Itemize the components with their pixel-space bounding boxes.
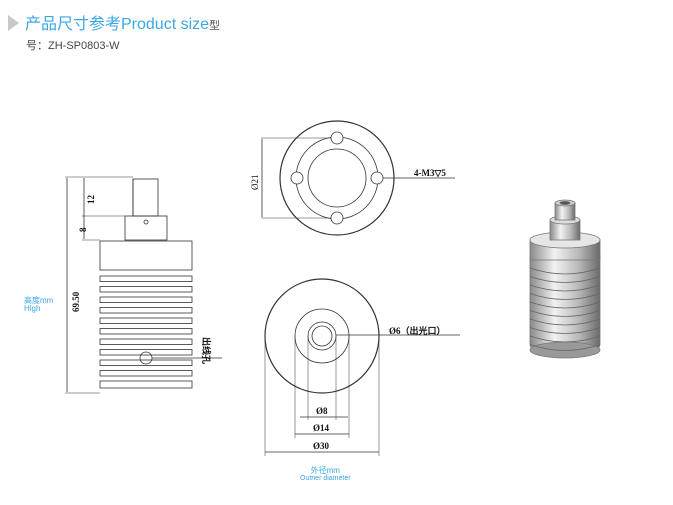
render-fin bbox=[529, 335, 601, 343]
render-fin bbox=[529, 318, 601, 326]
diameter-caption-cn: 外径mm bbox=[310, 466, 340, 475]
heatsink-fin bbox=[99, 275, 193, 282]
heatsink-fin bbox=[99, 359, 193, 366]
heatsink-fin bbox=[99, 328, 193, 335]
aperture-dim: Ø6（出光口） bbox=[389, 325, 446, 336]
dim-neck-text: 8 bbox=[78, 227, 88, 232]
heatsink-fin bbox=[99, 380, 193, 389]
render-fin bbox=[529, 284, 601, 292]
product-render bbox=[529, 199, 601, 359]
render-fin bbox=[529, 301, 601, 309]
d14-dim: Ø14 bbox=[313, 423, 330, 433]
render-fin bbox=[529, 310, 601, 317]
dim-top-text: 12 bbox=[86, 195, 96, 205]
top-view: Ø21 4-M3▽5 bbox=[250, 120, 455, 236]
render-fin bbox=[529, 344, 601, 351]
d30-dim: Ø30 bbox=[313, 441, 330, 451]
hole-label: 出线孔 bbox=[201, 337, 212, 364]
render-fin bbox=[529, 276, 601, 283]
model-label: 号： bbox=[26, 40, 48, 52]
height-caption-en: High bbox=[24, 304, 41, 313]
title-text: 产品尺寸参考Product size bbox=[25, 16, 210, 33]
heatsink-fin bbox=[99, 349, 193, 356]
heatsink-fin bbox=[99, 286, 193, 293]
heatsink-fin bbox=[99, 338, 193, 345]
heatsink-fin bbox=[99, 317, 193, 324]
side-view: 12 8 69.50 出线孔 bbox=[65, 176, 222, 394]
diameter-caption-en: Outner diameter bbox=[300, 475, 351, 482]
triangle-bullet-icon bbox=[8, 15, 19, 31]
d8-dim: Ø8 bbox=[316, 406, 328, 416]
heatsink-fin bbox=[99, 307, 193, 314]
title-suffix: 型 bbox=[209, 20, 221, 32]
model-line: 号：ZH-SP0803-W bbox=[26, 37, 120, 53]
dim-height-text: 69.50 bbox=[71, 291, 81, 312]
render-fin bbox=[529, 293, 601, 300]
heatsink-fin bbox=[99, 370, 193, 377]
bolt-circle-dim: Ø21 bbox=[250, 175, 260, 191]
bottom-view: Ø6（出光口） Ø8 Ø14 Ø30 bbox=[264, 278, 460, 456]
holes-spec: 4-M3▽5 bbox=[414, 168, 446, 178]
render-fin bbox=[529, 267, 601, 275]
model-number: ZH-SP0803-W bbox=[48, 40, 120, 52]
height-caption-cn: 高度mm bbox=[24, 296, 54, 305]
render-fin bbox=[529, 327, 601, 334]
heatsink-fin bbox=[99, 296, 193, 303]
page-title: 产品尺寸参考Product size型 bbox=[8, 10, 220, 34]
